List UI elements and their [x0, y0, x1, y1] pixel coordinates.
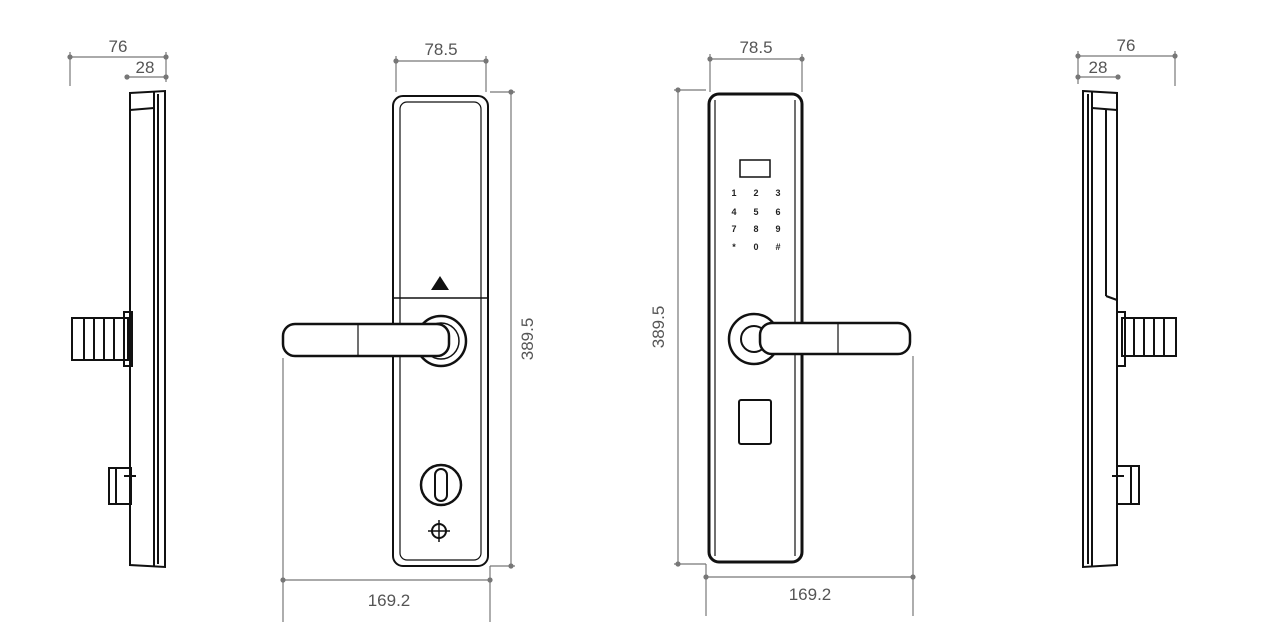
back-height-label: 389.5: [649, 306, 668, 349]
left-side-view: [67, 52, 169, 569]
left-side-inner-label: 28: [136, 58, 155, 77]
keypad: 1 2 3 4 5 6 7 8 9 * 0 #: [731, 188, 780, 252]
key-2: 2: [753, 188, 758, 198]
right-side-inner-label: 28: [1089, 58, 1108, 77]
back-width-label: 78.5: [739, 38, 772, 57]
right-side-dim-lines: [1075, 51, 1178, 86]
key-0: 0: [753, 242, 758, 252]
key-9: 9: [775, 224, 780, 234]
key-8: 8: [753, 224, 758, 234]
left-side-total-label: 76: [109, 37, 128, 56]
right-side-total-label: 76: [1117, 36, 1136, 55]
left-side-dim-lines: [67, 52, 169, 86]
key-6: 6: [775, 207, 780, 217]
back-dim-lines: [674, 54, 916, 616]
key-hash: #: [775, 242, 780, 252]
key-3: 3: [775, 188, 780, 198]
back-span-label: 169.2: [789, 585, 832, 604]
front-width-label: 78.5: [424, 40, 457, 59]
front-span-label: 169.2: [368, 591, 411, 610]
front-height-label: 389.5: [518, 318, 537, 361]
key-1: 1: [731, 188, 736, 198]
back-view: [674, 54, 916, 616]
front-dim-lines: [280, 56, 515, 622]
key-4: 4: [731, 207, 736, 217]
right-side-view: [1075, 51, 1178, 569]
key-5: 5: [753, 207, 758, 217]
front-view: [280, 56, 515, 622]
key-star: *: [732, 242, 736, 252]
key-7: 7: [731, 224, 736, 234]
